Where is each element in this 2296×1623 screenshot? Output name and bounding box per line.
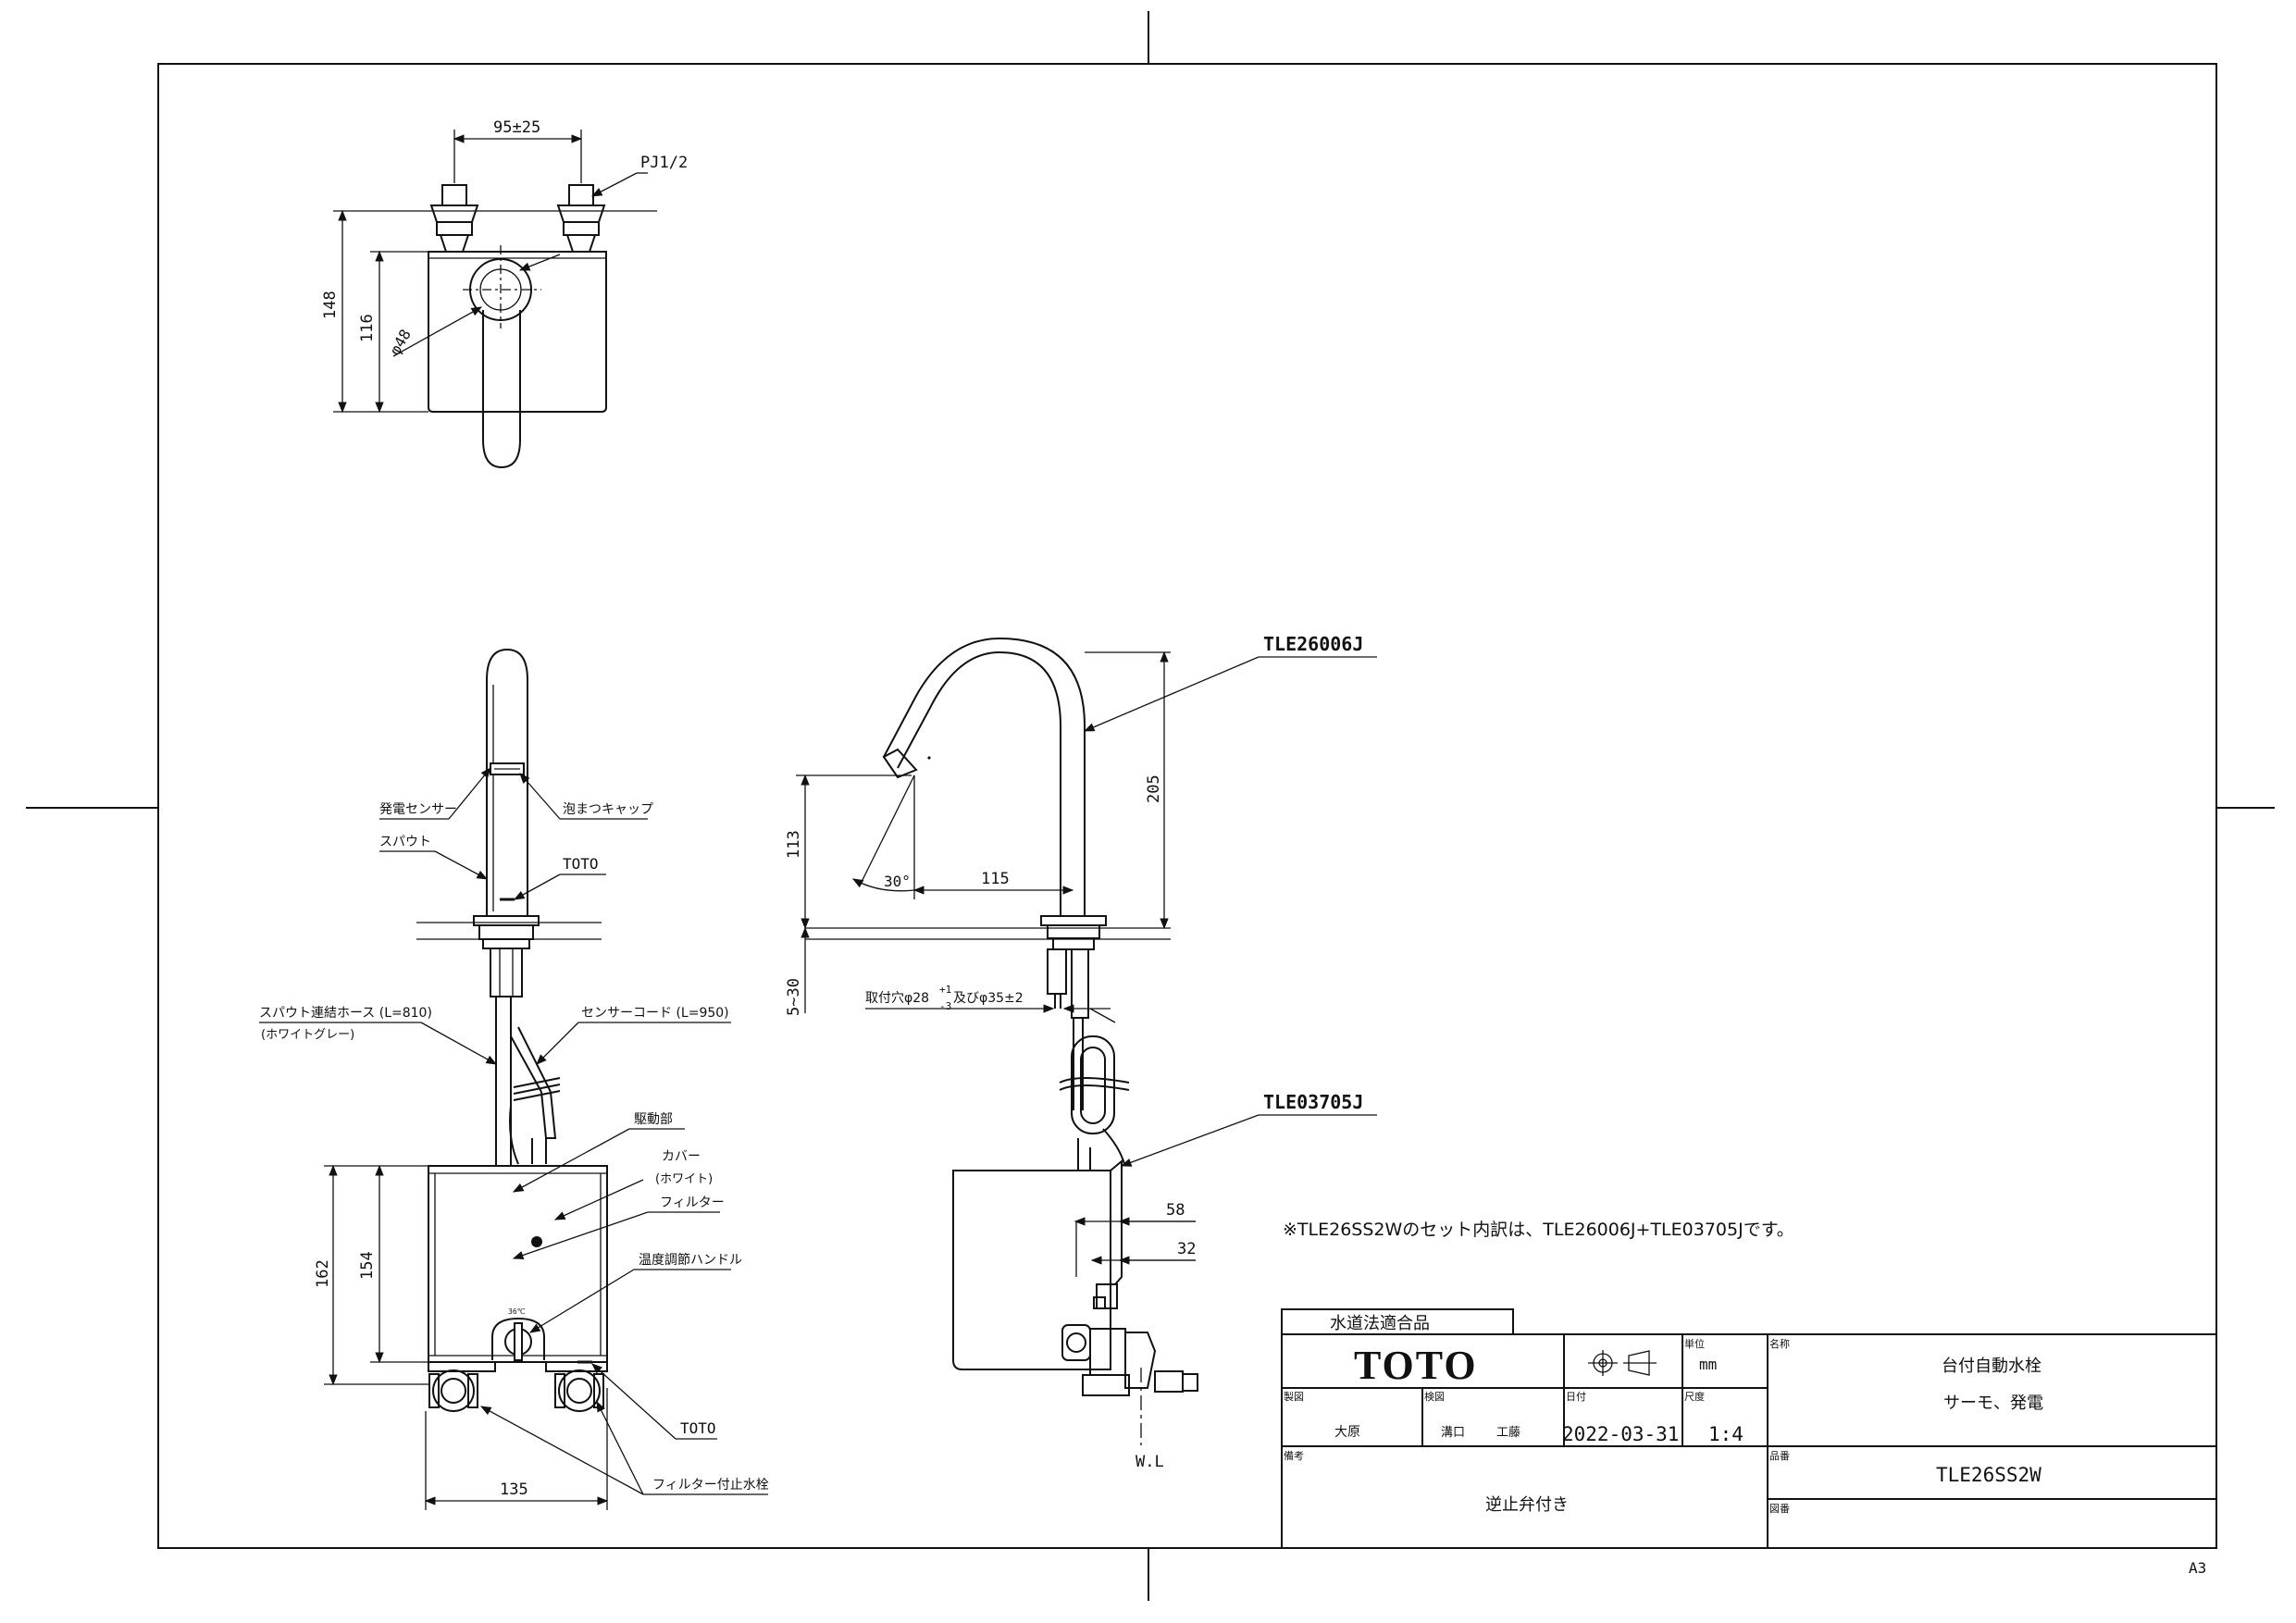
label-hose-color: (ホワイトグレー) xyxy=(261,1028,354,1042)
label-spout: スパウト xyxy=(379,835,431,849)
label-cap: 泡まつキャップ xyxy=(563,802,653,817)
label-toto2: TOTO xyxy=(680,1419,716,1437)
dim-162: 162 xyxy=(314,1259,332,1288)
dim-58: 58 xyxy=(1166,1201,1185,1220)
temperature-handle: 36℃ xyxy=(491,1307,545,1361)
part-unit: TLE03705J xyxy=(1263,1091,1363,1113)
label-cover: カバー xyxy=(662,1149,701,1164)
dim-135: 135 xyxy=(500,1481,528,1499)
mount-hole-2: 及びφ35±2 xyxy=(953,991,1024,1006)
dim-205: 205 xyxy=(1145,774,1163,803)
model-label: 品番 xyxy=(1769,1450,1790,1462)
label-drive: 駆動部 xyxy=(634,1112,673,1127)
dim-113: 113 xyxy=(785,830,803,859)
checker-2: 工藤 xyxy=(1496,1426,1520,1440)
checker-label: 検図 xyxy=(1424,1390,1445,1403)
dim-148: 148 xyxy=(321,291,340,319)
drafter: 大原 xyxy=(1334,1425,1360,1440)
title-block: 水道法適合品 TOTO 単位 mm 名称 台付自動水栓 サーモ、発電 製図 大原… xyxy=(1281,1308,2217,1549)
label-temp-handle: 温度調節ハンドル xyxy=(639,1252,742,1268)
sheet-frame: A3 xyxy=(26,11,2275,1601)
label-filter-valve: フィルター付止水栓 xyxy=(652,1478,769,1493)
stop-valve-right xyxy=(545,1361,608,1412)
compliance-label: 水道法適合品 xyxy=(1330,1314,1430,1333)
mount-hole-label: 取付穴φ28 xyxy=(865,991,929,1006)
angle-label: 30° xyxy=(884,873,911,890)
scale-value: 1:4 xyxy=(1708,1423,1744,1445)
dim-5-30: 5~30 xyxy=(785,978,803,1016)
label-logo: TOTO xyxy=(563,855,599,873)
side-view: W.L 113 5~30 205 115 30° 取付穴φ28 +1 -3 及び… xyxy=(785,633,1377,1471)
fitting-left xyxy=(429,184,479,253)
svg-text:36℃: 36℃ xyxy=(508,1307,526,1316)
mount-tol-plus: +1 xyxy=(939,984,951,996)
sheet-size-label: A3 xyxy=(2189,1559,2206,1577)
scale-label: 尺度 xyxy=(1684,1390,1705,1403)
drawing-no-label: 図番 xyxy=(1769,1503,1790,1515)
date-label: 日付 xyxy=(1566,1391,1586,1403)
mount-tol-minus: -3 xyxy=(939,1000,951,1012)
dim-dia: φ48 xyxy=(386,326,415,358)
projection-symbol-icon xyxy=(1588,1350,1657,1376)
top-view: 95±25 PJ1/2 148 116 φ48 xyxy=(321,118,688,469)
dim-32: 32 xyxy=(1177,1240,1196,1258)
label-cover-color: (ホワイト) xyxy=(655,1172,713,1186)
dim-pitch: 95±25 xyxy=(493,118,540,137)
dim-154: 154 xyxy=(358,1251,377,1280)
wl-label: W.L xyxy=(1136,1453,1164,1471)
label-sensor: 発電センサー xyxy=(379,802,457,817)
unit-value: mm xyxy=(1699,1356,1717,1373)
name-label: 名称 xyxy=(1769,1337,1790,1350)
sensor-clip xyxy=(1059,1035,1130,1165)
product-name: 台付自動水栓 xyxy=(1942,1357,2042,1376)
date-value: 2022-03-31 xyxy=(1562,1423,1679,1445)
remarks-label: 備考 xyxy=(1284,1450,1304,1462)
part-spout: TLE26006J xyxy=(1263,633,1363,655)
fitting-right xyxy=(556,184,606,253)
label-filter: フィルター xyxy=(660,1196,725,1210)
drafter-label: 製図 xyxy=(1284,1390,1304,1403)
stop-valve-side xyxy=(1061,1324,1198,1396)
stop-valve-left xyxy=(428,1361,496,1412)
dim-116: 116 xyxy=(358,314,377,342)
checker-1: 溝口 xyxy=(1441,1426,1465,1440)
label-hose: スパウト連結ホース (L=810) xyxy=(259,1006,432,1021)
dim-115: 115 xyxy=(981,870,1010,888)
set-note: ※TLE26SS2Wのセット内訳は、TLE26006J+TLE03705Jです。 xyxy=(1283,1220,1794,1240)
model-value: TLE26SS2W xyxy=(1936,1464,2042,1486)
remarks-value: 逆止弁付き xyxy=(1485,1495,1569,1515)
front-view: 36℃ 162 154 135 xyxy=(259,648,769,1510)
unit-label: 単位 xyxy=(1684,1337,1705,1350)
thread-label: PJ1/2 xyxy=(640,154,688,172)
product-sub: サーモ、発電 xyxy=(1943,1394,2043,1413)
label-cord: センサーコード (L=950) xyxy=(581,1006,729,1021)
brand-logo: TOTO xyxy=(1354,1343,1478,1388)
